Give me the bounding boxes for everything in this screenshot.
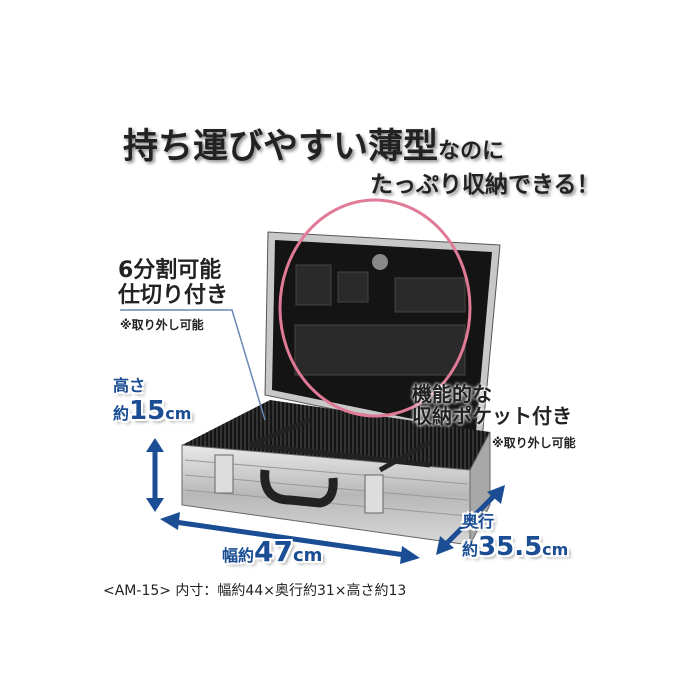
divider-title-1: 6分割可能 (118, 258, 222, 283)
height-number: 15 (129, 396, 166, 426)
width-unit: cm (292, 545, 323, 566)
latch-right (364, 474, 384, 514)
divider-note: ※取り外し可能 (120, 318, 204, 332)
depth-label: 奥行 (462, 512, 495, 531)
divider-title-2: 仕切り付き (118, 283, 229, 308)
highlight-circle (278, 198, 472, 418)
pocket-note: ※取り外し可能 (492, 436, 576, 450)
pocket-title-1: 機能的な (412, 382, 492, 406)
headline-line1: 持ち運びやすい薄型なのに (123, 118, 504, 169)
caption-dimensions: <AM-15> 内寸：幅約44×奥行約31×高さ約13 (103, 583, 407, 599)
width-label: 幅約 (222, 546, 255, 565)
depth-prefix: 約 (462, 540, 479, 559)
height-value: 約15cm (113, 396, 191, 426)
lid-pockets (294, 264, 466, 376)
handle (260, 469, 338, 508)
latch-left (214, 454, 234, 494)
depth-unit: cm (542, 540, 569, 559)
divider-callout-title: 6分割可能 仕切り付き (118, 258, 228, 308)
depth-number: 35.5 (478, 532, 543, 562)
dividers (249, 417, 432, 473)
width-value: 幅約47cm (222, 535, 322, 568)
headline-line2: たっぷり収納できる！ (370, 172, 600, 198)
callout-line (120, 309, 266, 421)
headline-suffix: なのに (438, 139, 505, 164)
depth-value: 約35.5cm (462, 532, 568, 562)
height-prefix: 約 (113, 404, 130, 423)
height-label: 高さ (113, 376, 146, 395)
width-number: 47 (254, 535, 293, 568)
dimension-arrows (146, 438, 505, 564)
pocket-callout-title: 機能的な 収納ポケット付き (412, 383, 572, 427)
pocket-title-2: 収納ポケット付き (412, 404, 572, 428)
headline-main: 持ち運びやすい薄型 (123, 127, 439, 167)
height-unit: cm (165, 404, 192, 423)
